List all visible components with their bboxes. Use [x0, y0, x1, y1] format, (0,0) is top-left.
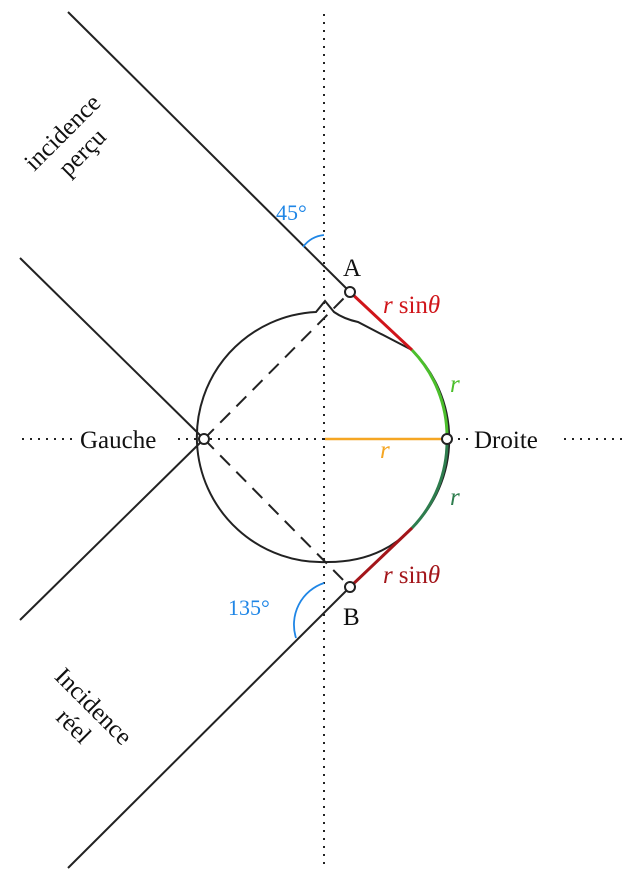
point-a-marker — [344, 286, 356, 298]
radius-r-label: r — [380, 437, 390, 464]
bottom-arc-r-label: r — [450, 484, 460, 511]
svg-text:Incidence: Incidence — [49, 663, 137, 751]
left-ear-marker — [198, 433, 210, 445]
perceived-incidence-label: incidence perçu — [19, 89, 112, 181]
perceived-incidence-line — [67, 11, 351, 293]
dashed-line-to-b — [203, 438, 351, 588]
right-ear-marker — [441, 433, 453, 445]
real-incidence-label: Incidence réel — [49, 663, 137, 751]
angle-45-label: 45° — [276, 200, 307, 225]
angle-135-label: 135° — [228, 595, 270, 620]
bottom-r-arc — [410, 438, 449, 530]
point-a-label: A — [343, 255, 361, 282]
top-arc-r-label: r — [450, 371, 460, 398]
angle-135-arc — [293, 582, 325, 639]
top-r-sin-theta-segment — [348, 290, 414, 352]
gauche-label: Gauche — [80, 427, 156, 454]
bottom-r-sin-theta-segment — [348, 526, 414, 589]
real-incidence-line — [67, 586, 351, 869]
point-b-marker — [344, 581, 356, 593]
point-b-label: B — [343, 604, 360, 631]
droite-label: Droite — [474, 427, 538, 454]
angle-45-arc — [302, 234, 325, 248]
real-incidence-upper-line — [19, 257, 205, 440]
dashed-line-to-a — [203, 291, 351, 440]
top-r-arc — [410, 348, 449, 440]
real-incidence-lower-line — [19, 438, 205, 621]
